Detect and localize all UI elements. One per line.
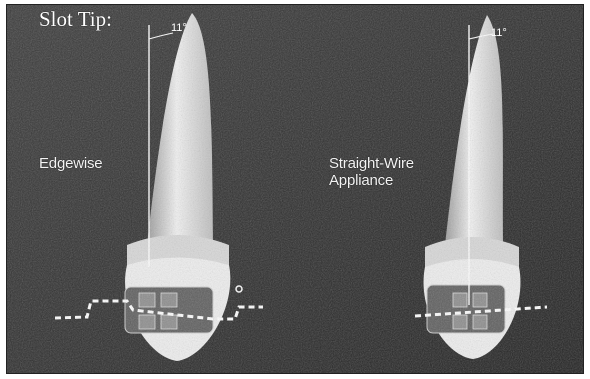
straight-wire-label-line2: Appliance bbox=[329, 172, 414, 189]
straight-wire-label: Straight-Wire Appliance bbox=[329, 155, 414, 189]
figure-title: Slot Tip: bbox=[39, 7, 112, 32]
left-angle-label: 11° bbox=[171, 22, 187, 34]
figure-graphic bbox=[7, 5, 584, 374]
halftone-texture bbox=[7, 5, 584, 374]
right-angle-label: 11° bbox=[491, 27, 507, 39]
figure-frame: Slot Tip: 11° 11° Edgewise Straight-Wire… bbox=[6, 4, 584, 374]
edgewise-label: Edgewise bbox=[39, 155, 102, 172]
straight-wire-label-line1: Straight-Wire bbox=[329, 155, 414, 172]
